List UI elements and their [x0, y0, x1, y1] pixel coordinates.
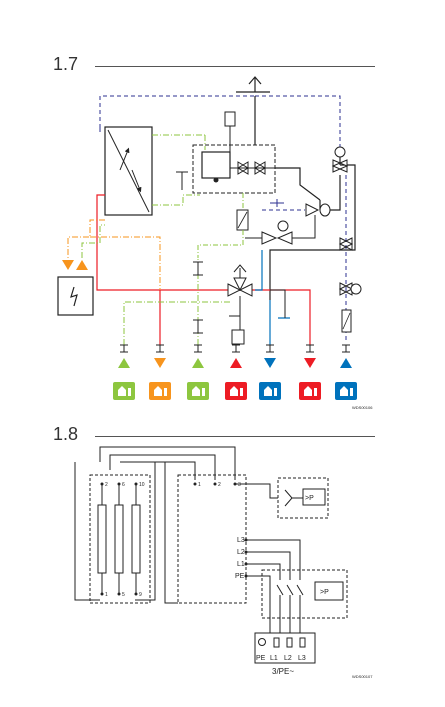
section-number-1-7: 1.7 [53, 54, 79, 74]
terminal-label: 2 [105, 482, 108, 488]
return-line-orange [67, 219, 161, 290]
valve-cluster-right [262, 146, 349, 217]
electrical-diagram [74, 446, 348, 664]
section-number-1-8: 1.8 [53, 424, 79, 444]
hot-water-outlet-icon [299, 382, 321, 400]
heating-flow-icon [113, 382, 135, 400]
drawing-code-1-8: WDS00107 [352, 674, 373, 679]
vent-outlet [236, 76, 270, 93]
terminal-label: 1 [198, 482, 201, 488]
terminal-label: 6 [122, 482, 125, 488]
terminal-dots [100, 482, 248, 596]
connection-stubs [120, 344, 350, 353]
heating-circuit-dashdot [152, 134, 206, 206]
terminal-label: 5 [122, 592, 125, 598]
bus-label-l1: L1 [237, 561, 245, 568]
mains-terminal-pe: PE [256, 655, 266, 662]
section-rule-1-7 [95, 66, 375, 67]
thermostatic-valve [245, 215, 316, 245]
mains-terminal-l2: L2 [284, 655, 292, 662]
heating-flow-lines [81, 224, 230, 345]
cold-water-supply-icon [335, 382, 357, 400]
temperature-sensor-left [176, 171, 188, 190]
mains-terminal-l3: L3 [298, 655, 306, 662]
pump-group [192, 111, 276, 194]
terminal-label: 3 [238, 482, 241, 488]
terminal-label: 9 [139, 592, 142, 598]
supply-label: 3/PE~ [272, 667, 294, 676]
pressure-switch-label-2: >P [320, 589, 329, 596]
electrical-labels: 2 6 10 1 5 9 1 2 3 L3 L2 L1 PE >P >P PE … [105, 482, 373, 679]
flow-direction-arrows [118, 358, 352, 368]
heating-return-icon [149, 382, 171, 400]
terminal-label: 10 [139, 482, 145, 488]
pressure-switch-label: >P [305, 495, 314, 502]
section-rule-1-8 [95, 436, 375, 437]
mixing-valve [227, 264, 253, 345]
hot-water-line [96, 194, 311, 345]
bus-label-l3: L3 [237, 537, 245, 544]
electric-heater [57, 276, 94, 316]
heater-arrows [62, 260, 88, 270]
hot-water-return-icon [225, 382, 247, 400]
filter-element [197, 193, 249, 258]
drawing-code-1-7: WDS00106 [352, 405, 373, 410]
cold-water-inlet-icon [259, 382, 281, 400]
connection-icons [113, 382, 357, 400]
terminal-label: 2 [218, 482, 221, 488]
heating-flow-2-icon [187, 382, 209, 400]
bus-label-pe: PE [235, 573, 245, 580]
heat-exchanger [104, 126, 153, 216]
hydraulic-diagram [57, 76, 362, 368]
bus-label-l2: L2 [237, 549, 245, 556]
terminal-label: 1 [105, 592, 108, 598]
mains-terminal-l1: L1 [270, 655, 278, 662]
cold-water-line [255, 250, 290, 345]
insulator-symbols [193, 261, 203, 334]
cold-water-branch [338, 175, 362, 340]
